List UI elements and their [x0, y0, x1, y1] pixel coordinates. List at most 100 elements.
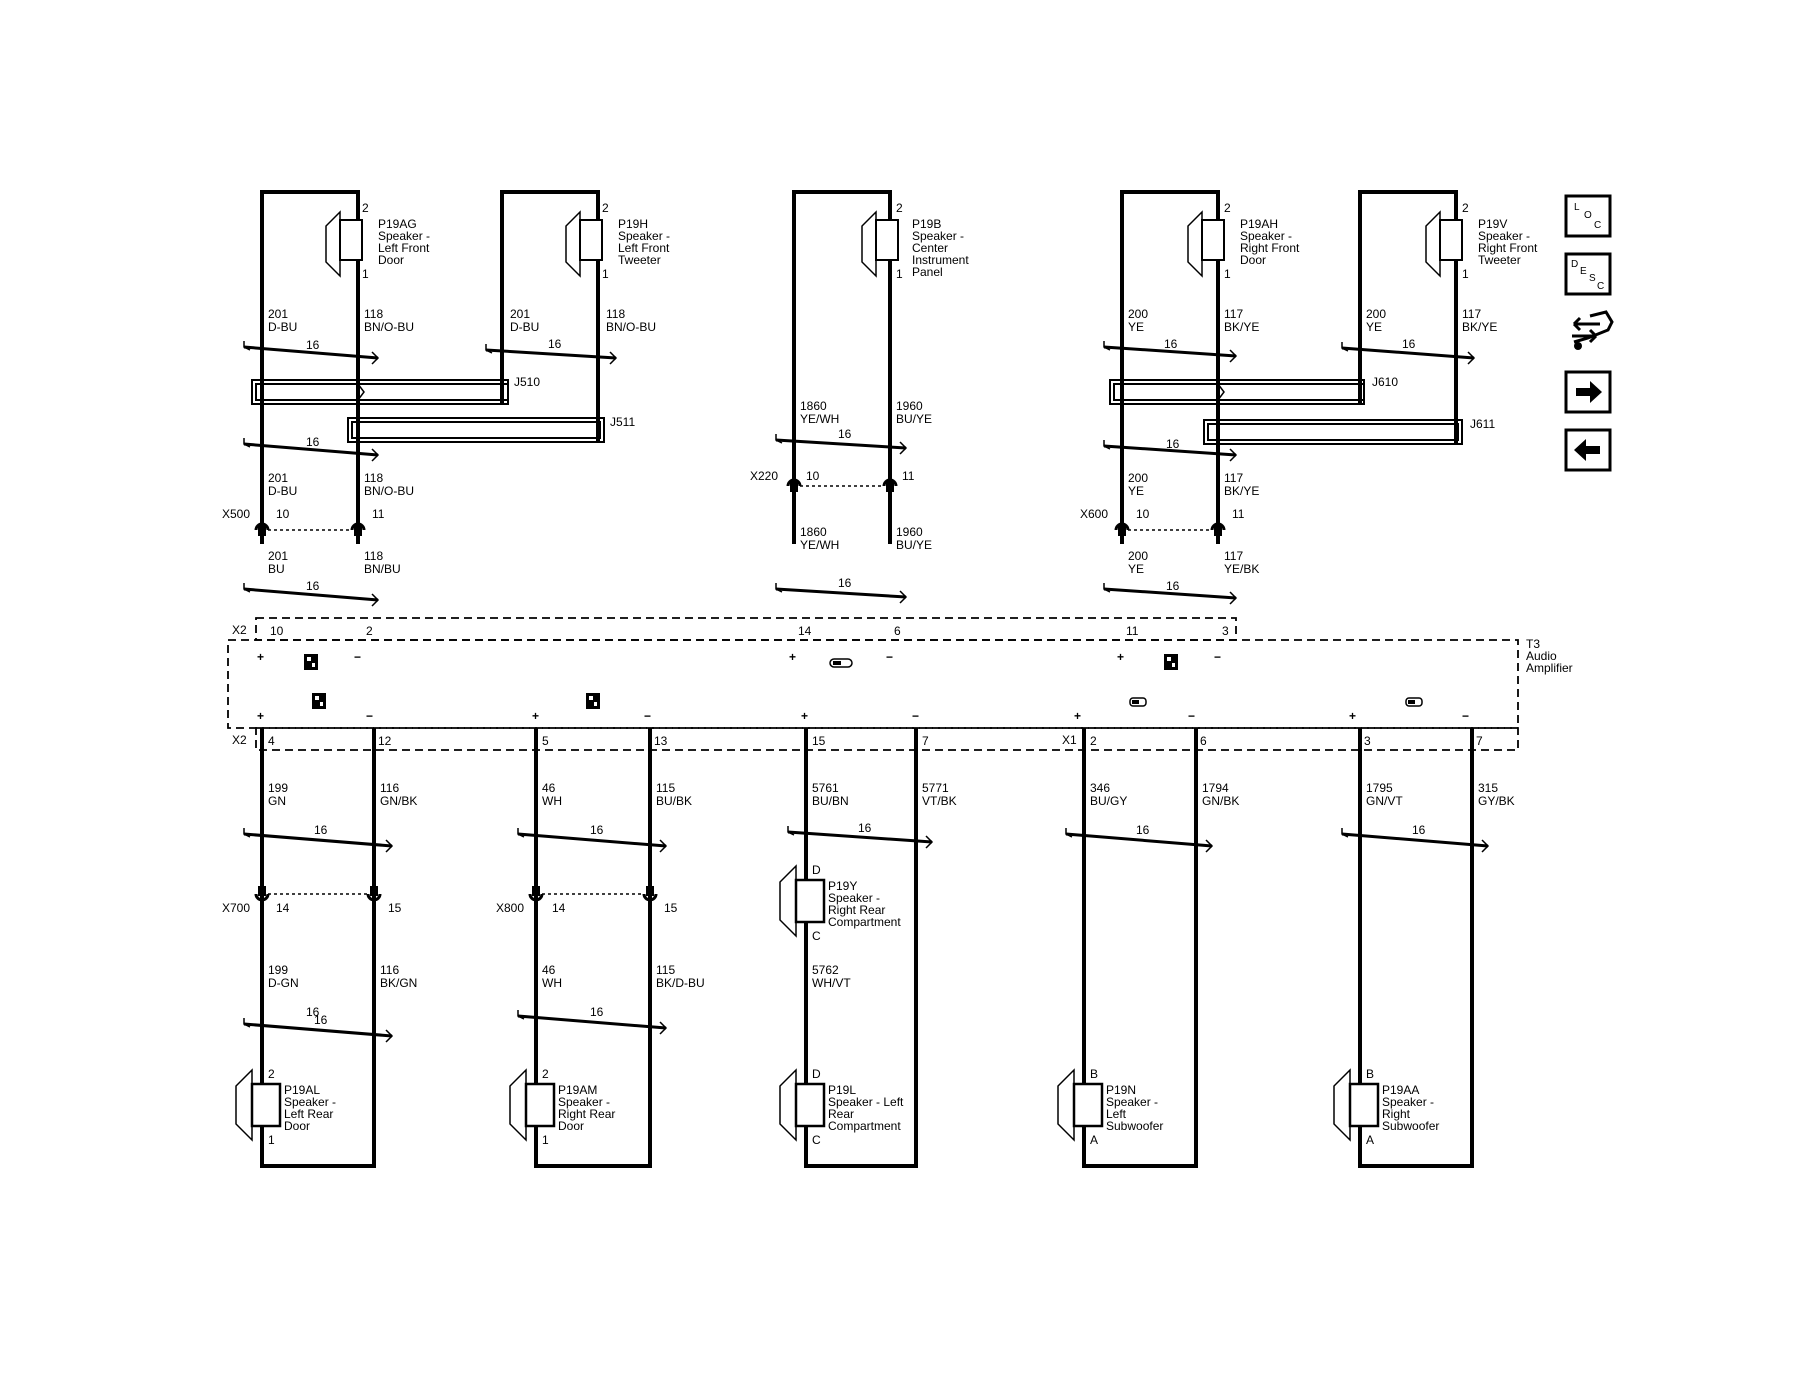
- svg-text:X1: X1: [1062, 733, 1077, 747]
- svg-text:115: 115: [656, 781, 675, 795]
- t3-id: T3: [1526, 637, 1540, 651]
- svg-text:16: 16: [590, 823, 604, 837]
- svg-text:Left Rear: Left Rear: [284, 1107, 333, 1121]
- arrow-left-icon: [1574, 439, 1600, 461]
- svg-text:YE: YE: [1128, 484, 1144, 498]
- wire-118-a-num: 118: [364, 307, 383, 321]
- svg-text:Speaker -: Speaker -: [558, 1095, 610, 1109]
- svg-text:−: −: [1188, 709, 1195, 723]
- p19ah-id: P19AH: [1240, 217, 1278, 231]
- p19v-id: P19V: [1478, 217, 1507, 231]
- svg-text:Right: Right: [1382, 1107, 1411, 1121]
- speaker-p19ag-icon: [325, 210, 363, 278]
- svg-text:14: 14: [798, 624, 812, 638]
- svg-text:BK/YE: BK/YE: [1224, 484, 1259, 498]
- svg-text:4: 4: [268, 734, 275, 748]
- svg-text:16: 16: [838, 576, 852, 590]
- svg-text:200: 200: [1128, 307, 1148, 321]
- svg-text:+: +: [532, 709, 539, 723]
- svg-text:1: 1: [1224, 267, 1231, 281]
- svg-text:16: 16: [590, 1005, 604, 1019]
- svg-text:Right Front: Right Front: [1478, 241, 1538, 255]
- svg-text:16: 16: [314, 1013, 328, 1027]
- svg-text:10: 10: [276, 507, 290, 521]
- svg-text:16: 16: [858, 821, 872, 835]
- left-subwoofer-circuit: 346 BU/GY 1794 GN/BK 16 B A P19N Speaker…: [1057, 728, 1239, 1168]
- prev-button[interactable]: [1564, 428, 1612, 472]
- speaker-p19aa-icon: [1348, 1082, 1380, 1128]
- svg-text:BK/D-BU: BK/D-BU: [656, 976, 705, 990]
- svg-text:346: 346: [1090, 781, 1110, 795]
- svg-text:C: C: [1594, 220, 1601, 231]
- channel-icon-center: [829, 658, 853, 668]
- svg-text:1860: 1860: [800, 525, 827, 539]
- svg-text:5: 5: [542, 734, 549, 748]
- svg-text:BU/BK: BU/BK: [656, 794, 692, 808]
- svg-text:2: 2: [1462, 201, 1469, 215]
- svg-text:2: 2: [1090, 734, 1097, 748]
- svg-text:11: 11: [1232, 507, 1245, 521]
- svg-text:Speaker - Left: Speaker - Left: [828, 1095, 904, 1109]
- svg-text:5771: 5771: [922, 781, 949, 795]
- svg-text:VT/BK: VT/BK: [922, 794, 957, 808]
- svg-text:16: 16: [838, 427, 852, 441]
- arrow-right-icon: [1576, 381, 1602, 403]
- audio-amplifier-t3: X2 T3 Audio Amplifier X2 X1 10 2 14 6 11…: [227, 617, 1573, 751]
- p19y-id: P19Y: [828, 879, 857, 893]
- svg-text:−: −: [1462, 709, 1469, 723]
- svg-text:46: 46: [542, 781, 556, 795]
- svg-text:46: 46: [542, 963, 556, 977]
- svg-text:16: 16: [306, 435, 320, 449]
- svg-text:B: B: [1366, 1067, 1374, 1081]
- svg-text:Right Rear: Right Rear: [558, 1107, 615, 1121]
- svg-text:GN/BK: GN/BK: [1202, 794, 1239, 808]
- next-button[interactable]: [1564, 370, 1612, 414]
- speaker-p19am-icon: [524, 1082, 556, 1128]
- p19ag-pin-bot: 1: [362, 267, 369, 281]
- wire-118-a-color: BN/O-BU: [364, 320, 414, 334]
- svg-text:Compartment: Compartment: [828, 915, 901, 929]
- svg-text:16: 16: [314, 823, 328, 837]
- channel-icon-rf: [1164, 654, 1178, 670]
- svg-text:Left: Left: [1106, 1107, 1127, 1121]
- svg-text:115: 115: [656, 963, 675, 977]
- svg-text:118: 118: [606, 307, 625, 321]
- svg-text:199: 199: [268, 781, 288, 795]
- svg-text:16: 16: [306, 338, 320, 352]
- svg-text:1: 1: [896, 267, 903, 281]
- speaker-p19ah-icon: [1201, 219, 1225, 261]
- svg-text:WH: WH: [542, 976, 562, 990]
- svg-text:2: 2: [268, 1067, 275, 1081]
- svg-text:YE/BK: YE/BK: [1224, 562, 1259, 576]
- wire-201-d-color: BU: [268, 562, 285, 576]
- svg-text:14: 14: [276, 901, 290, 915]
- svg-text:7: 7: [922, 734, 929, 748]
- svg-text:1: 1: [542, 1133, 549, 1147]
- svg-text:1960: 1960: [896, 399, 923, 413]
- wire-201-a-num: 201: [268, 307, 288, 321]
- speaker-p19n-icon: [1072, 1082, 1104, 1128]
- svg-text:117: 117: [1462, 307, 1481, 321]
- speaker-p19b-icon: [875, 219, 899, 261]
- p19ag-pin-top: 2: [362, 201, 369, 215]
- svg-text:116: 116: [380, 963, 399, 977]
- svg-text:199: 199: [268, 963, 288, 977]
- svg-text:2: 2: [366, 624, 373, 638]
- svg-text:E: E: [1580, 266, 1587, 277]
- wire-201-c-color: D-BU: [268, 484, 297, 498]
- loc-button[interactable]: L O C: [1564, 194, 1612, 238]
- svg-text:6: 6: [894, 624, 901, 638]
- svg-text:11: 11: [902, 469, 915, 483]
- svg-text:−: −: [354, 650, 361, 664]
- connector-link-icon[interactable]: [1572, 310, 1614, 350]
- svg-text:+: +: [1074, 709, 1081, 723]
- desc-button[interactable]: D E S C: [1564, 252, 1612, 296]
- p19b-id: P19B: [912, 217, 941, 231]
- svg-text:Door: Door: [1240, 253, 1266, 267]
- speaker-p19h-icon: [579, 219, 603, 261]
- svg-text:GN/VT: GN/VT: [1366, 794, 1403, 808]
- wire-201-d-num: 201: [268, 549, 288, 563]
- svg-text:117: 117: [1224, 471, 1243, 485]
- svg-text:−: −: [366, 709, 373, 723]
- svg-text:S: S: [1589, 273, 1596, 284]
